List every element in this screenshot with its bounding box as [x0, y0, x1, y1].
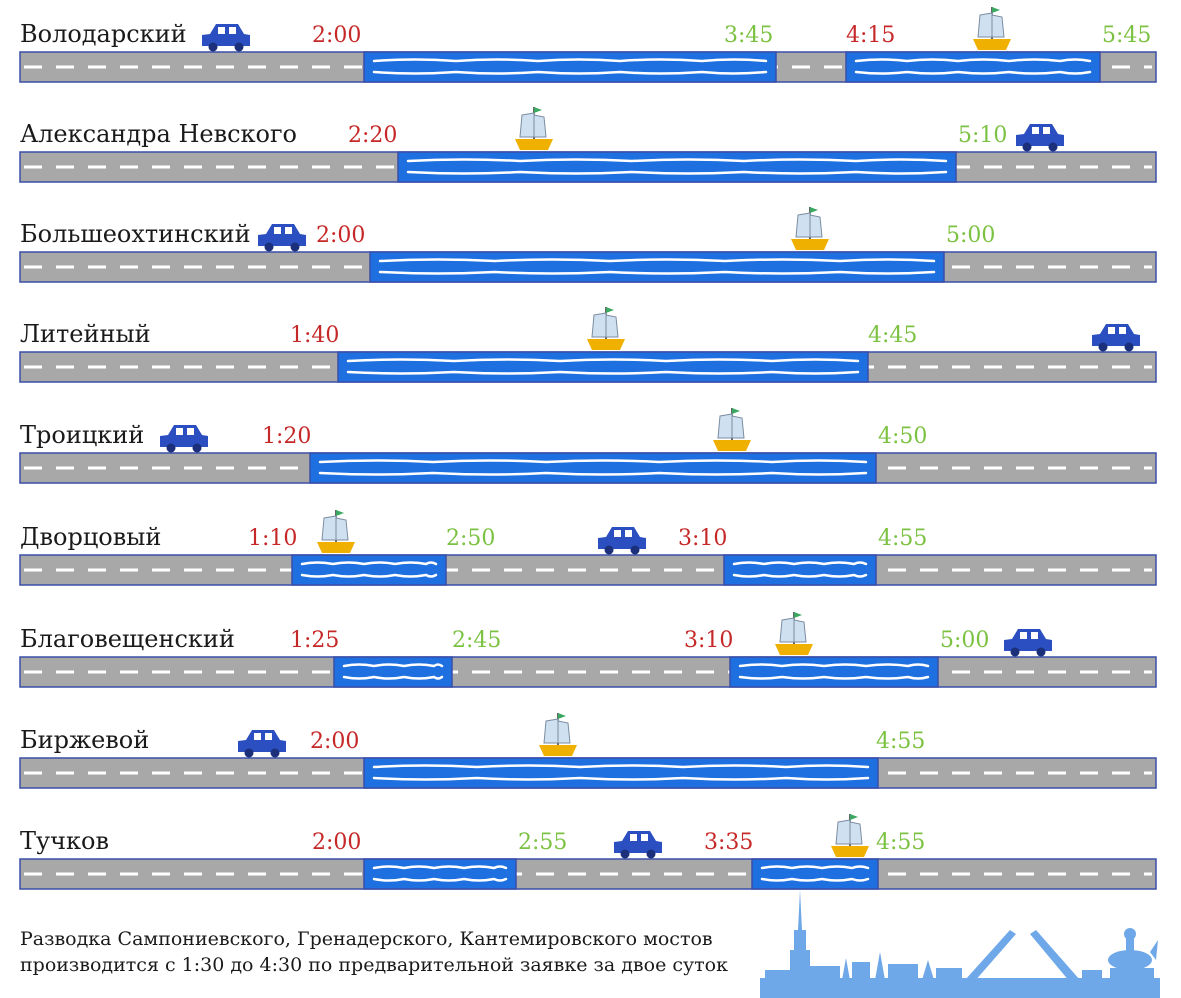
car-icon [236, 728, 288, 762]
open-time: 1:25 [290, 628, 340, 653]
sailboat-icon [790, 205, 830, 255]
car-icon [1002, 627, 1054, 661]
bridge-road [19, 656, 1157, 688]
bridge-road [19, 452, 1157, 484]
car-icon [612, 829, 664, 863]
bridge-road [19, 858, 1157, 890]
bridge-row: Дворцовый 1:10 2:50 3:10 4:55 [0, 510, 1181, 617]
bridge-road [19, 351, 1157, 383]
water-segment [333, 656, 453, 688]
close-time: 4:55 [876, 830, 926, 855]
close-time: 5:10 [958, 123, 1008, 148]
open-time: 2:00 [312, 830, 362, 855]
water-segment [845, 51, 1101, 83]
sailboat-icon [774, 610, 814, 660]
open-time: 2:00 [312, 23, 362, 48]
water-segment [363, 51, 777, 83]
car-icon [1090, 322, 1142, 356]
water-segment [363, 858, 517, 890]
close-time: 5:00 [940, 628, 990, 653]
car-icon [256, 222, 308, 256]
open-time: 2:00 [310, 729, 360, 754]
bridge-name: Благовещенский [20, 625, 235, 653]
footnote-line-1: Разводка Сампониевского, Гренадерского, … [20, 928, 713, 950]
water-segment [309, 452, 877, 484]
bridge-road [19, 757, 1157, 789]
bridge-road [19, 151, 1157, 183]
bridge-row: Александра Невского 2:20 5:10 [0, 107, 1181, 214]
close-time: 4:55 [878, 526, 928, 551]
open-time: 2:20 [348, 123, 398, 148]
bridge-row: Троицкий 1:20 4:50 [0, 408, 1181, 515]
water-segment [729, 656, 939, 688]
open-time: 3:10 [684, 628, 734, 653]
open-time: 2:00 [316, 223, 366, 248]
bridge-name: Александра Невского [20, 120, 298, 148]
bridge-row: Литейный 1:40 4:45 [0, 307, 1181, 414]
car-icon [596, 525, 648, 559]
open-time: 1:40 [290, 323, 340, 348]
sailboat-icon [514, 105, 554, 155]
water-segment [369, 251, 945, 283]
sailboat-icon [586, 305, 626, 355]
car-icon [158, 423, 210, 457]
footnote-line-2: производится с 1:30 до 4:30 по предварит… [20, 954, 729, 976]
bridge-name: Дворцовый [20, 523, 162, 551]
close-time: 3:45 [724, 23, 774, 48]
bridge-row: Тучков 2:00 2:55 3:35 4:55 [0, 814, 1181, 921]
close-time: 2:50 [446, 526, 496, 551]
close-time: 4:45 [868, 323, 918, 348]
open-time: 4:15 [846, 23, 896, 48]
water-segment [397, 151, 957, 183]
bridge-name: Литейный [20, 320, 151, 348]
bridge-name: Володарский [20, 20, 187, 48]
sailboat-icon [316, 508, 356, 558]
bridge-row: Володарский 2:00 3:45 4:15 5:45 [0, 7, 1181, 114]
sailboat-icon [538, 711, 578, 761]
bridge-road [19, 51, 1157, 83]
car-icon [200, 22, 252, 56]
sailboat-icon [972, 5, 1012, 55]
footnote: Разводка Сампониевского, Гренадерского, … [20, 926, 728, 978]
bridge-name: Тучков [20, 827, 109, 855]
water-segment [751, 858, 879, 890]
sailboat-icon [712, 406, 752, 456]
close-time: 2:55 [518, 830, 568, 855]
bridge-name: Биржевой [20, 726, 150, 754]
close-time: 2:45 [452, 628, 502, 653]
close-time: 4:55 [876, 729, 926, 754]
open-time: 3:10 [678, 526, 728, 551]
close-time: 4:50 [878, 424, 928, 449]
close-time: 5:00 [946, 223, 996, 248]
close-time: 5:45 [1102, 23, 1152, 48]
bridge-road [19, 554, 1157, 586]
city-skyline-icon [760, 890, 1160, 998]
bridge-row: Биржевой 2:00 4:55 [0, 713, 1181, 820]
water-segment [363, 757, 879, 789]
open-time: 1:20 [262, 424, 312, 449]
car-icon [1014, 122, 1066, 156]
open-time: 3:35 [704, 830, 754, 855]
bridge-road [19, 251, 1157, 283]
water-segment [337, 351, 869, 383]
sailboat-icon [830, 812, 870, 862]
bridge-row: Благовещенский 1:25 2:45 3:10 5:00 [0, 612, 1181, 719]
bridge-name: Большеохтинский [20, 220, 251, 248]
open-time: 1:10 [248, 526, 298, 551]
bridge-row: Большеохтинский 2:00 5:00 [0, 207, 1181, 314]
bridge-name: Троицкий [20, 421, 145, 449]
water-segment [291, 554, 447, 586]
water-segment [723, 554, 877, 586]
